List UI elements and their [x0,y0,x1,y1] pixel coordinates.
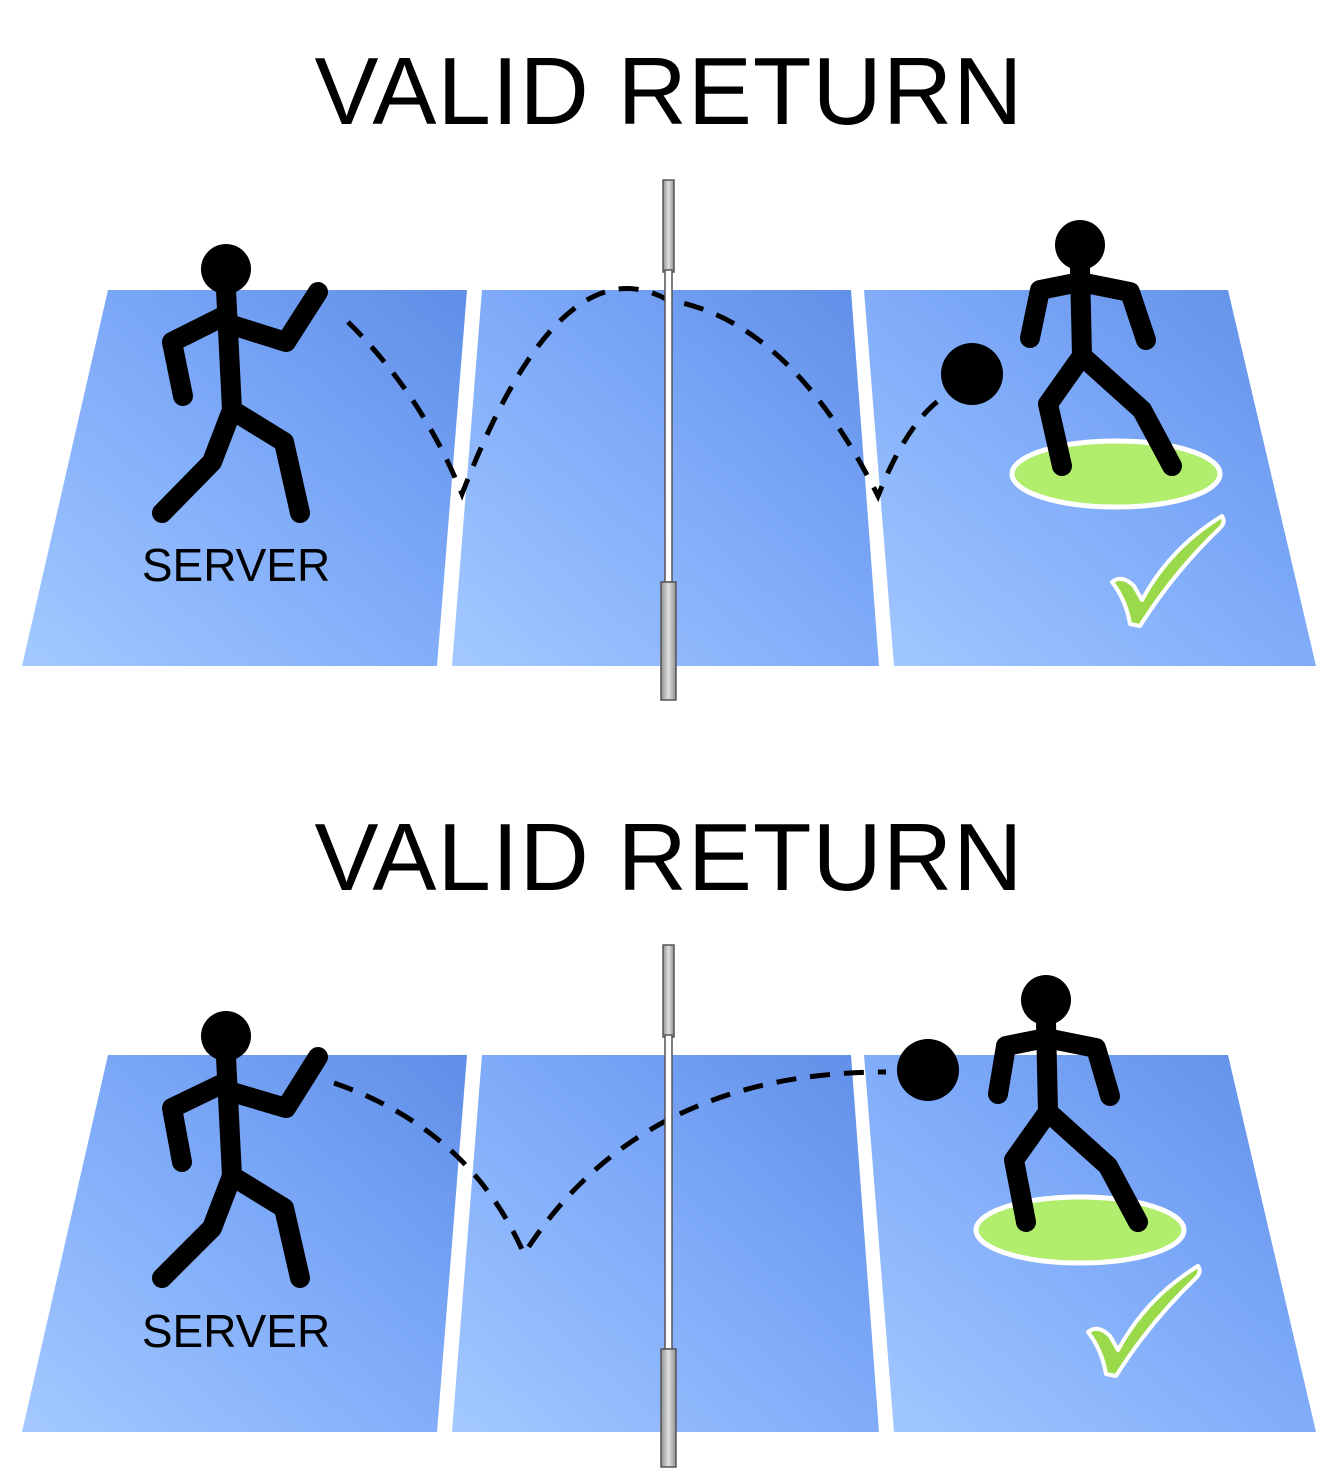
net-post [660,179,677,701]
server-figure [152,244,328,523]
panel-title: VALID RETURN [314,804,1024,911]
target-zone [1009,438,1223,510]
check-icon [1110,514,1226,628]
server-label: SERVER [142,1305,330,1357]
receiver-figure [1020,220,1182,476]
net-post [660,944,677,1468]
server-figure [152,1011,328,1288]
target-zone [973,1194,1187,1266]
ball-trajectory [346,286,947,503]
panel-title: VALID RETURN [314,38,1024,145]
court-scene: SERVER [22,944,1316,1468]
ball [941,343,1003,405]
check-icon [1086,1264,1202,1378]
receiver-figure [988,975,1148,1232]
ball-trajectory [333,1069,887,1260]
ball [897,1039,959,1101]
diagram-panel-top: VALID RETURN SERVER [22,38,1316,701]
court-section-1 [22,290,467,666]
diagram-panel-bottom: VALID RETURN SERVER [0,766,1338,1468]
court-scene: SERVER [22,179,1316,701]
court-section-1 [22,1055,467,1432]
server-label: SERVER [142,539,330,591]
